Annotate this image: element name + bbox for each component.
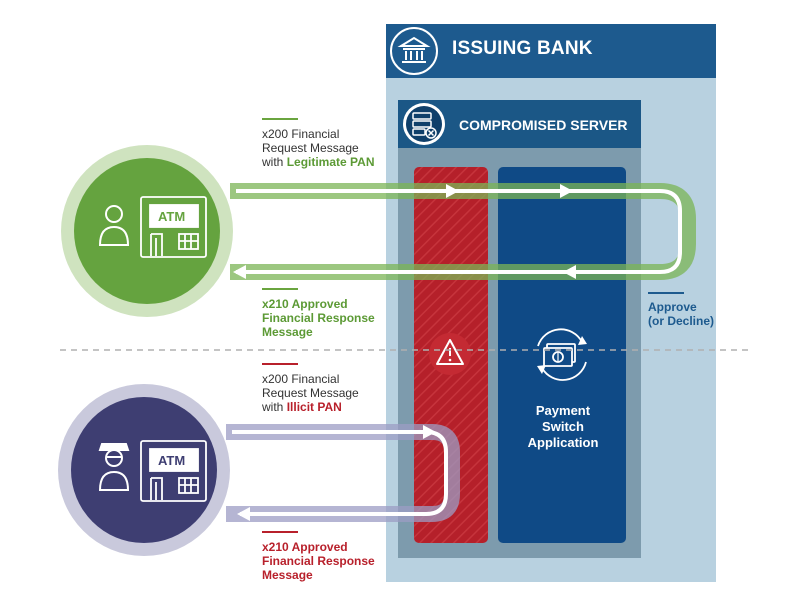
illicit-response-line3: Message (262, 568, 313, 582)
money-cycle-icon (537, 328, 587, 381)
legit-request-prefix: with (262, 155, 287, 169)
atm-screen-label-bottom: ATM (158, 453, 186, 468)
approve-line1: Approve (648, 300, 697, 314)
approve-label: Approve (or Decline) (648, 300, 714, 328)
issuing-bank-title: ISSUING BANK (452, 38, 593, 59)
legit-request-label: x200 Financial Request Message with Legi… (262, 127, 374, 169)
approve-rule (648, 292, 684, 294)
compromised-server-title: COMPROMISED SERVER (459, 117, 628, 133)
legitimate-pan-text: Legitimate PAN (286, 155, 375, 169)
illicit-pan-text: Illicit PAN (286, 400, 342, 414)
legit-request-rule (262, 118, 298, 120)
server-alert-icon (412, 112, 437, 139)
illicit-flow-path (226, 424, 460, 522)
payment-switch-label: Payment Switch Application (505, 403, 621, 451)
legit-response-label: x210 Approved Financial Response Message (262, 297, 375, 339)
hacker-icon (98, 443, 130, 491)
illicit-response-label: x210 Approved Financial Response Message (262, 540, 375, 582)
illicit-request-rule (262, 363, 298, 365)
illicit-response-rule (262, 531, 298, 533)
warning-icon (429, 333, 471, 375)
illicit-atm-node (58, 384, 230, 556)
payment-switch-label-line2: Switch (542, 419, 584, 434)
illicit-request-line2: Request Message (262, 386, 359, 400)
approve-line2: (or Decline) (648, 314, 715, 328)
bank-building-icon (397, 36, 431, 63)
legit-request-line1: x200 Financial (262, 127, 340, 141)
atm-icon-bottom (140, 440, 207, 502)
legitimate-flow-path (230, 183, 696, 280)
illicit-response-line2: Financial Response (262, 554, 375, 568)
legitimate-arrowheads (233, 184, 576, 279)
atm-screen-label-top: ATM (158, 209, 186, 224)
legit-request-line2: Request Message (262, 141, 359, 155)
illicit-arrowheads (237, 425, 436, 521)
payment-switch-label-line3: Application (527, 435, 599, 450)
illicit-request-prefix: with (262, 400, 287, 414)
legit-response-line3: Message (262, 325, 313, 339)
legit-response-rule (262, 288, 298, 290)
legit-response-line2: Financial Response (262, 311, 375, 325)
payment-switch-label-line1: Payment (535, 403, 591, 418)
illicit-request-label: x200 Financial Request Message with Illi… (262, 372, 359, 414)
issuing-bank-header (386, 24, 716, 78)
legit-response-line1: x210 Approved (262, 297, 348, 311)
illicit-response-line1: x210 Approved (262, 540, 348, 554)
legit-atm-node (61, 145, 233, 317)
atm-icon-top (140, 196, 207, 258)
user-icon (98, 205, 130, 246)
illicit-request-line1: x200 Financial (262, 372, 340, 386)
